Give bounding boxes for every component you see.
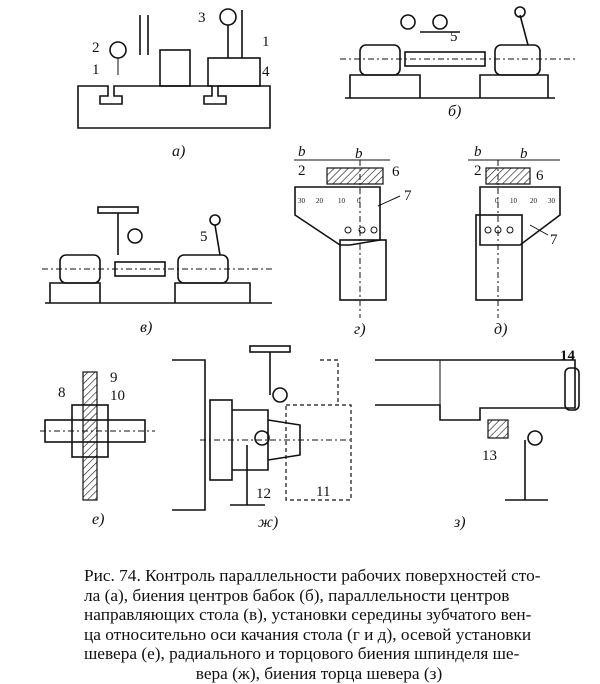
callout-1: 1 [92,62,100,78]
callout-14: 14 [560,348,576,364]
callout-3: 3 [198,10,206,26]
callout-1b: 1 [262,34,270,50]
panel-label-e: е) [92,511,104,528]
panel-v: 5 в) [42,206,275,336]
callout-4: 4 [262,64,270,80]
scale-10: 10 [338,197,346,205]
panel-a: 2 1 3 1 4 а) [77,8,271,160]
callout-7g: 7 [404,188,412,204]
callout-12: 12 [256,486,271,502]
callout-10: 10 [110,388,125,404]
panel-zh: 12 11 ж) [172,345,352,531]
callout-2: 2 [92,40,100,56]
panel-label-g: г) [354,321,366,338]
panel-g: b 2 b 6 30 20 10 0 7 г) [294,144,412,338]
caption-line: направляющих стола (в), установки середи… [84,605,532,625]
callout-11: 11 [316,484,330,500]
scale-0: 0 [357,197,361,205]
scale-30: 30 [548,197,556,205]
panel-label-a: а) [172,143,185,160]
caption-line: вера (ж), биения торца шевера (з) [195,663,443,683]
callout-6d: 6 [536,168,544,184]
dim-2: 2 [298,163,306,179]
callout-5v: 5 [200,229,208,245]
dim-2: 2 [474,163,482,179]
callout-8: 8 [58,385,66,401]
panel-d: b 2 b 6 0 10 20 30 7 д) [468,144,561,338]
callout-13: 13 [482,448,497,464]
panel-e: 8 9 10 е) [40,370,155,528]
callout-9: 9 [110,370,118,386]
scale-20: 20 [530,197,538,205]
panel-label-v: в) [140,319,152,336]
dim-b: b [298,144,306,160]
caption-line: ла (а), биения центров бабок (б), паралл… [84,585,510,605]
scale-0: 0 [495,197,499,205]
panel-z: 13 14 з) [375,348,580,531]
caption-line: шевера (е), радиального и торцового биен… [84,644,520,664]
figure-74: 2 1 3 1 4 а) 5 б) 5 в) b 2 b [40,6,580,531]
panel-b: 5 б) [340,6,575,120]
dim-b2: b [520,146,528,162]
callout-6g: 6 [392,164,400,180]
panel-label-z: з) [453,514,466,531]
panel-label-d: д) [494,321,507,338]
scale-20: 20 [316,197,324,205]
dim-b2: b [355,146,363,162]
caption-line: ца относительно оси качания стола (г и д… [84,624,532,644]
figure-caption: Рис. 74. Контроль параллельности рабочих… [84,566,554,684]
callout-7d: 7 [550,232,558,248]
panel-label-b: б) [448,103,461,120]
scale-30: 30 [298,197,306,205]
scale-10: 10 [510,197,518,205]
dim-b: b [474,144,482,160]
caption-line: Рис. 74. Контроль параллельности рабочих… [84,566,541,585]
panel-label-zh: ж) [258,514,278,531]
callout-5: 5 [450,29,458,45]
